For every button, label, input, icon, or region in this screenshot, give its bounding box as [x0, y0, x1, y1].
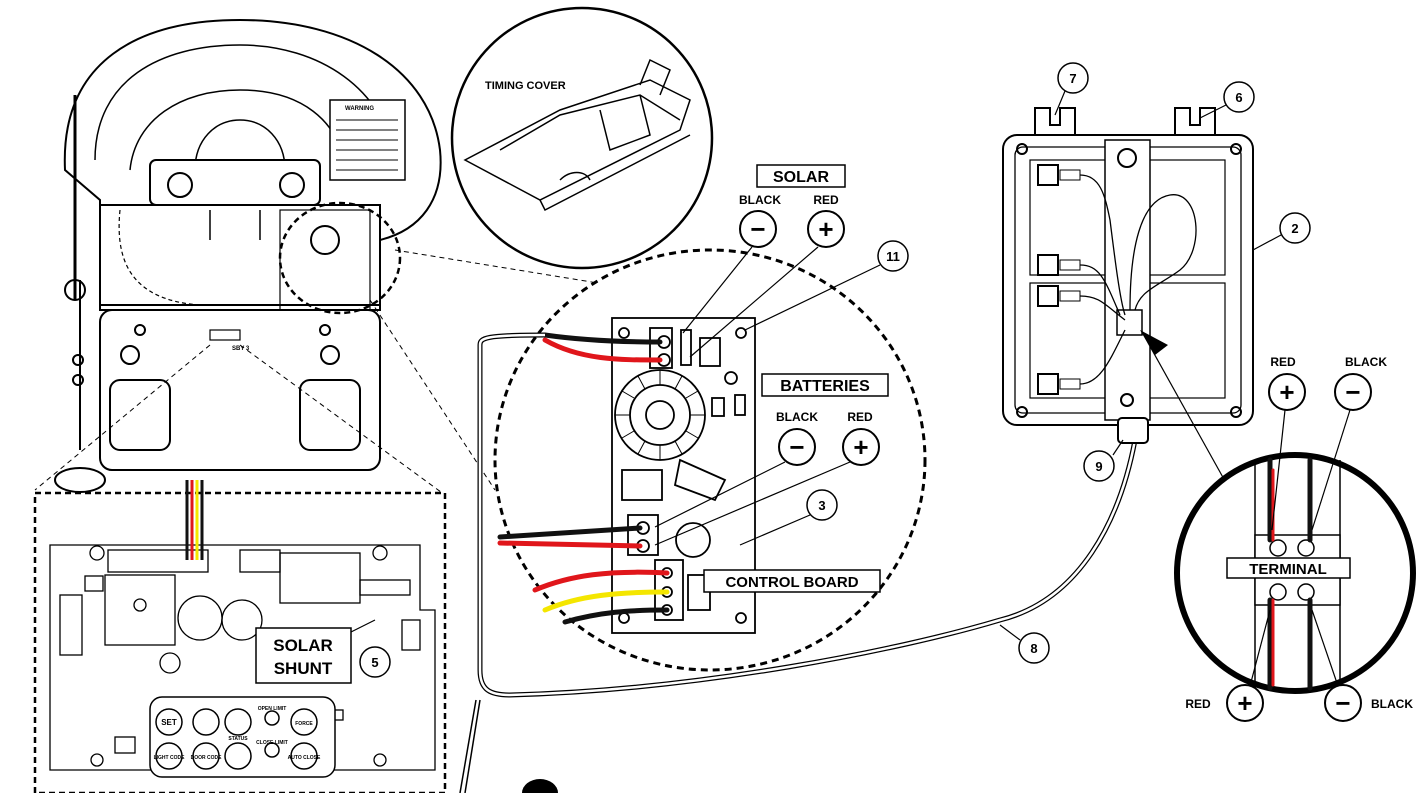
- battery-box-wiring: [1079, 174, 1197, 385]
- terminal-detail: [1174, 452, 1416, 694]
- keypad-set: SET: [161, 718, 177, 727]
- callout-5: 5: [371, 655, 378, 670]
- keypad-light-code: LIGHT CODE: [154, 755, 185, 761]
- terminal-bottom-minus: −: [1335, 688, 1350, 718]
- solar-shunt-line1: SOLAR: [273, 636, 333, 655]
- solar-minus-symbol: −: [750, 214, 765, 244]
- blob-shape: [522, 779, 558, 793]
- keypad-force: FORCE: [295, 721, 313, 727]
- sby-label: SBY 3: [232, 346, 250, 352]
- callout-11: 11: [886, 249, 900, 264]
- control-panel-board: [49, 544, 436, 771]
- solar-shunt-line2: SHUNT: [274, 659, 333, 678]
- keypad-open-limit: OPEN LIMIT: [258, 706, 287, 712]
- callout-3: 3: [818, 498, 825, 513]
- timing-cover-label: TIMING COVER: [485, 80, 566, 92]
- keypad: [149, 696, 336, 778]
- terminal-title: TERMINAL: [1249, 561, 1327, 578]
- warning-label: WARNING: [345, 106, 374, 112]
- batteries-minus-symbol: −: [789, 432, 804, 462]
- terminal-top-negative-icon: [1334, 373, 1372, 411]
- terminal-bottom-negative-icon: [1324, 684, 1362, 722]
- detail-circle-small: [278, 201, 402, 315]
- battery-box: [1002, 107, 1254, 444]
- terminal-top-black-label: BLACK: [1345, 355, 1387, 369]
- terminal-bottom-plus: +: [1237, 688, 1252, 718]
- batteries-plus-symbol: +: [853, 432, 868, 462]
- batteries-positive-icon: [842, 428, 880, 466]
- callout-2: 2: [1291, 221, 1298, 236]
- terminal-top-red-label: RED: [1270, 355, 1296, 369]
- toroid-windings: [615, 370, 705, 460]
- solar-black-label: BLACK: [739, 193, 781, 207]
- wires-large-circle: [497, 332, 670, 625]
- callout-6: 6: [1235, 90, 1242, 105]
- terminal-top-minus: −: [1345, 377, 1360, 407]
- keypad-close-limit: CLOSE LIMIT: [256, 740, 288, 746]
- batteries-negative-icon: [778, 428, 816, 466]
- callout-9: 9: [1095, 459, 1102, 474]
- harness-wires: [185, 480, 204, 560]
- solar-red-label: RED: [813, 193, 839, 207]
- control-board-label: CONTROL BOARD: [725, 574, 858, 591]
- batteries-red-label: RED: [847, 410, 873, 424]
- solar-positive-icon: [807, 210, 845, 248]
- batteries-black-label: BLACK: [776, 410, 818, 424]
- solar-negative-icon: [739, 210, 777, 248]
- gate-operator: [54, 18, 442, 493]
- terminal-bottom-positive-icon: [1226, 684, 1264, 722]
- keypad-auto-close: AUTO CLOSE: [288, 755, 321, 761]
- solar-title: SOLAR: [773, 169, 829, 186]
- callout-8: 8: [1030, 641, 1037, 656]
- terminal-top-plus: +: [1279, 377, 1294, 407]
- batteries-title: BATTERIES: [780, 378, 870, 395]
- solar-plus-symbol: +: [818, 214, 833, 244]
- keypad-door-code: DOOR CODE: [191, 755, 223, 761]
- terminal-top-positive-icon: [1268, 373, 1306, 411]
- terminal-bottom-black-label: BLACK: [1371, 697, 1413, 711]
- callout-7: 7: [1069, 71, 1076, 86]
- timing-cover-detail: [450, 6, 714, 270]
- keypad-status: STATUS: [228, 736, 248, 742]
- terminal-bottom-red-label: RED: [1185, 697, 1211, 711]
